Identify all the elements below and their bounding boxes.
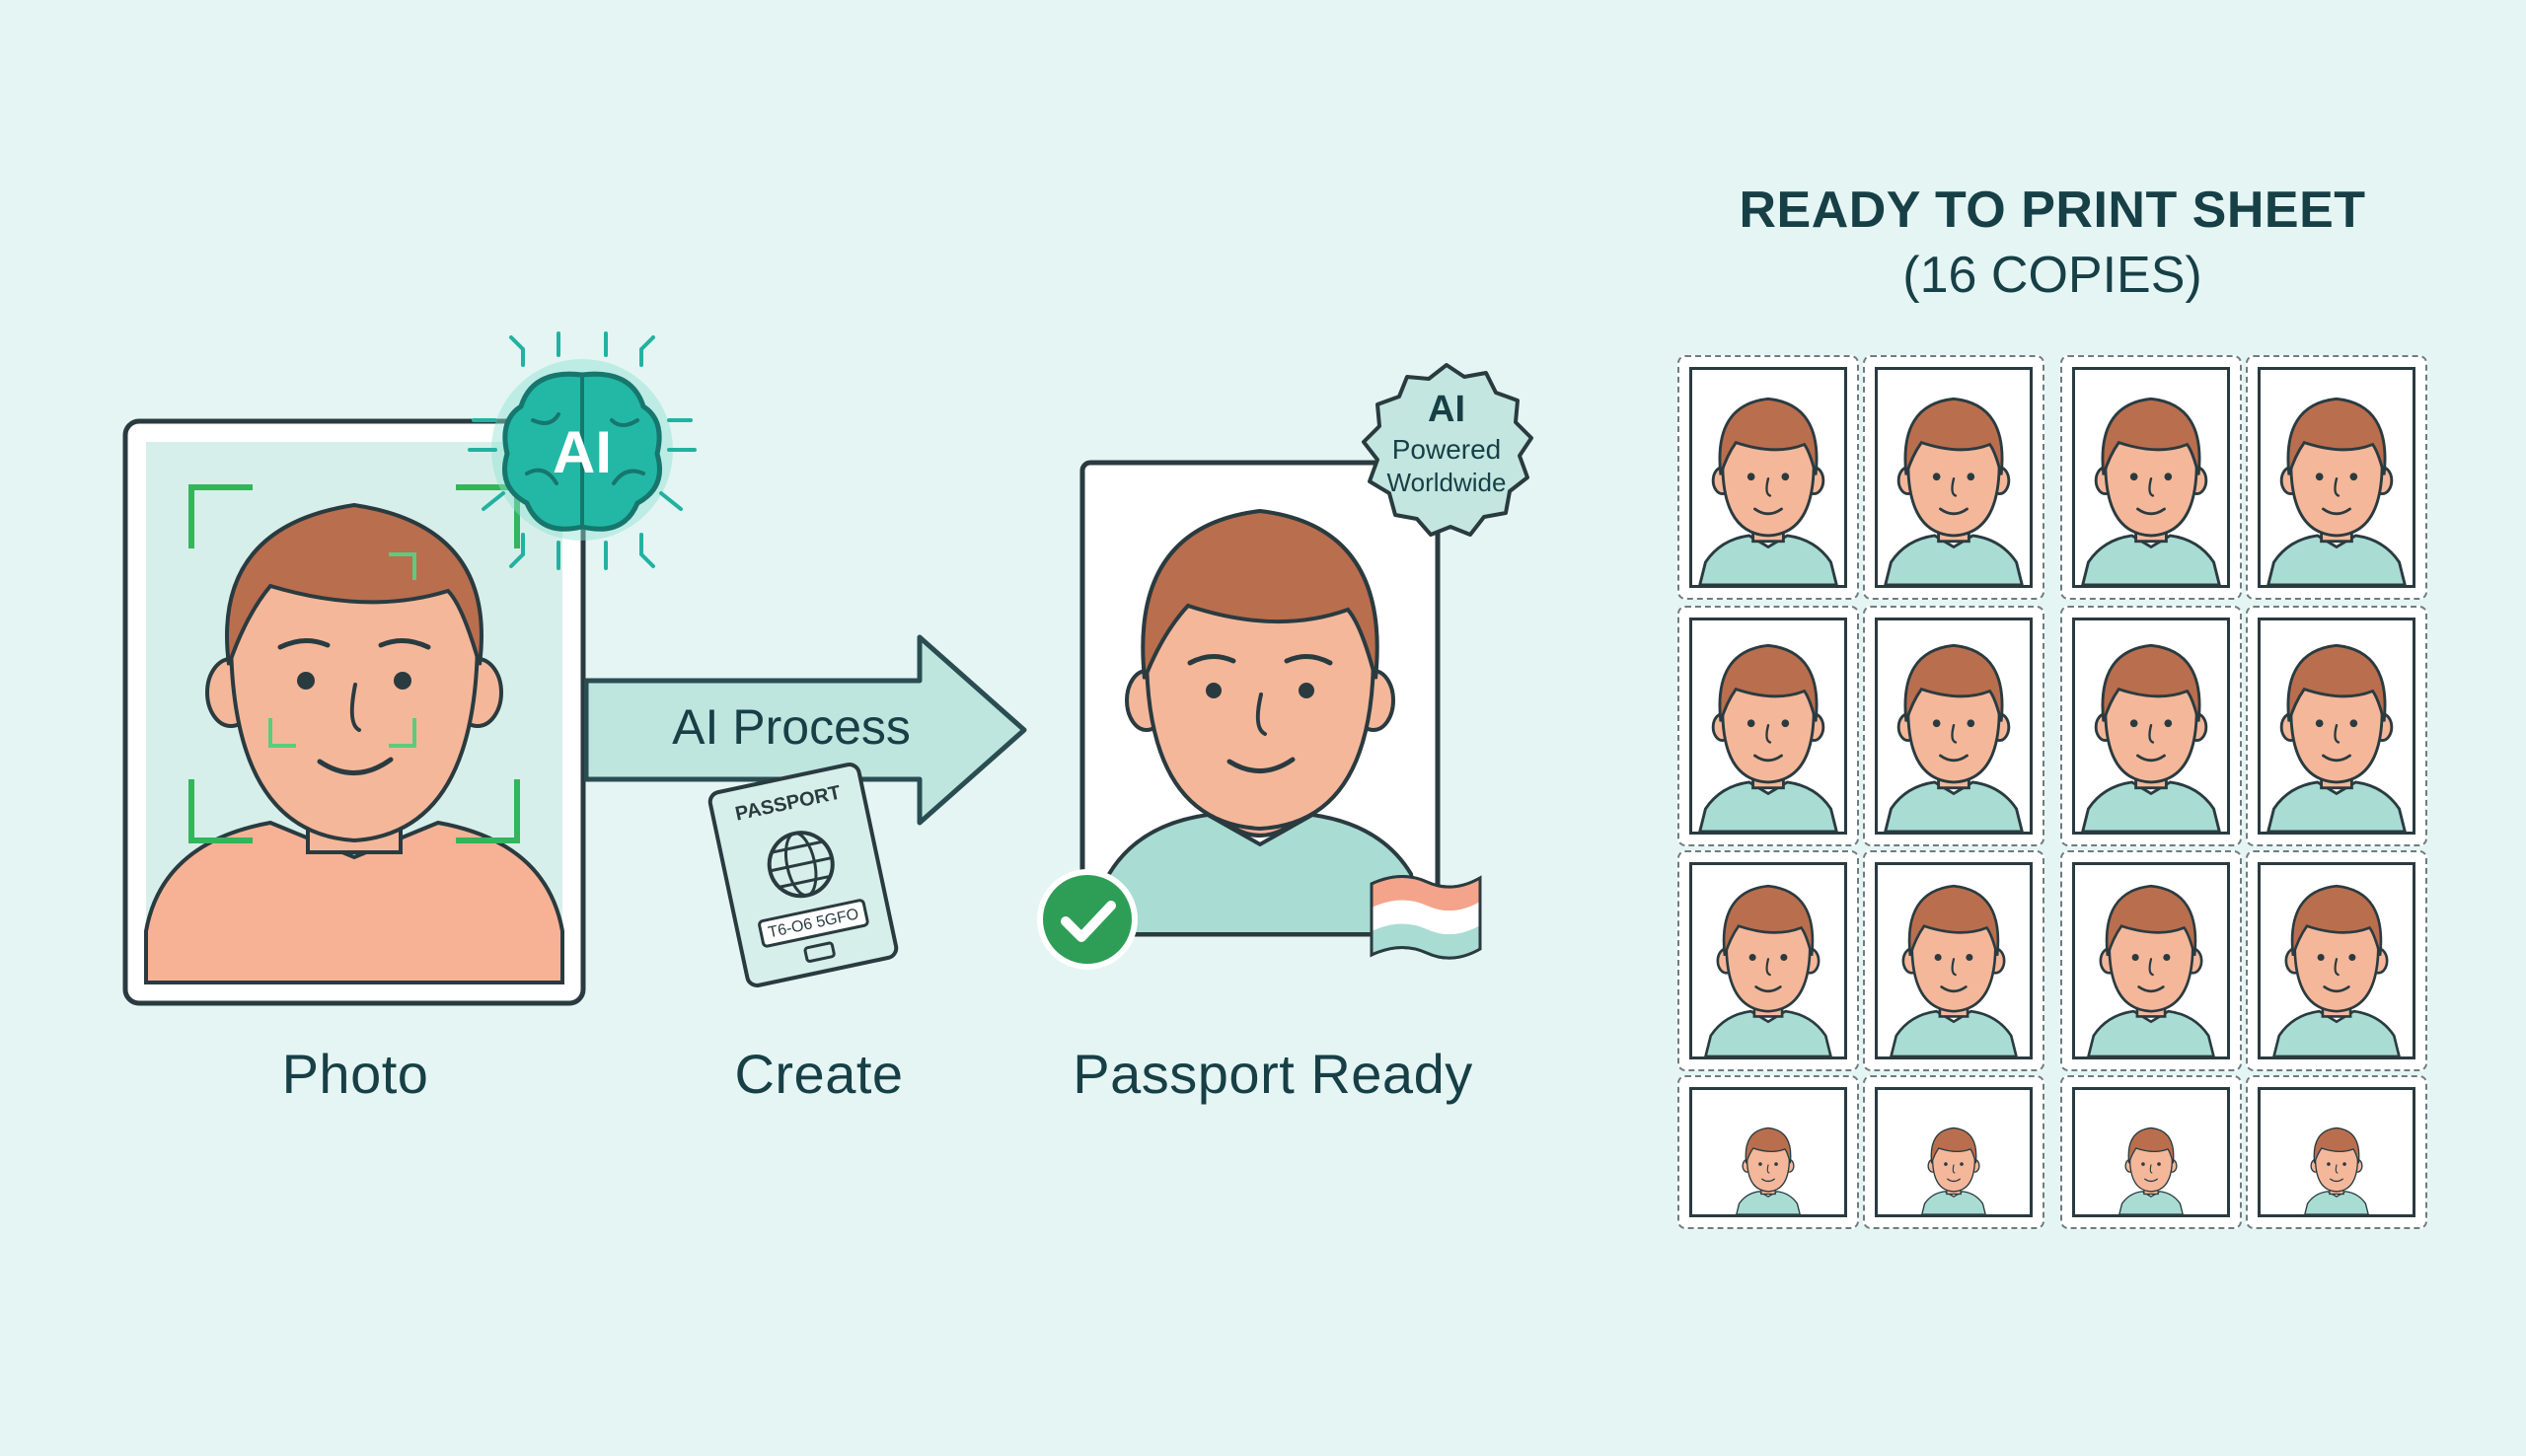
ai-badge-label: AI (553, 419, 612, 485)
person-portrait-icon (1704, 884, 1832, 1056)
ai-powered-seal: AI Powered Worldwide (1356, 359, 1537, 541)
photo-copy-frame (2258, 618, 2415, 835)
ai-process-arrow: AI Process (583, 631, 1030, 829)
photo-copy-frame (2258, 1087, 2415, 1217)
photo-copy-9 (1677, 850, 1859, 1071)
photo-copy-5 (1677, 606, 1859, 846)
person-portrait-icon (1884, 397, 2024, 585)
step-caption-passport-ready: Passport Ready (1073, 1043, 1473, 1105)
person-portrait-icon (2118, 1127, 2184, 1214)
photo-copy-13 (1677, 1075, 1859, 1229)
seal-badge-icon (1362, 363, 1533, 537)
person-portrait-icon (2081, 643, 2221, 832)
arrow-label: AI Process (672, 699, 911, 755)
photo-copy-8 (2246, 606, 2427, 846)
photo-copy-frame (2072, 1087, 2230, 1217)
passport-photo-illustration (1079, 460, 1441, 937)
check-circle-icon (1037, 869, 1138, 970)
person-portrait-icon (2304, 1127, 2369, 1214)
flag-icon (1370, 875, 1482, 960)
person-portrait-icon (1698, 397, 1838, 585)
brain-icon (468, 331, 697, 570)
photo-copy-14 (1863, 1075, 2044, 1229)
photo-copy-frame (1689, 862, 1847, 1059)
person-portrait-icon (1884, 643, 2024, 832)
person-portrait-icon (2272, 884, 2401, 1056)
photo-copy-frame (1875, 1087, 2033, 1217)
photo-copy-frame (2072, 862, 2230, 1059)
photo-copy-2 (1863, 355, 2044, 600)
photo-copy-frame (1875, 367, 2033, 588)
photo-copy-15 (2060, 1075, 2242, 1229)
seal-line-2: Powered (1391, 434, 1502, 465)
person-portrait-icon (1698, 643, 1838, 832)
photo-copy-frame (2258, 862, 2415, 1059)
photo-copy-frame (1689, 367, 1847, 588)
photo-copy-7 (2060, 606, 2242, 846)
ai-brain-badge: AI (464, 326, 701, 582)
person-portrait-icon (1736, 1127, 1801, 1214)
person-portrait-icon (2081, 397, 2221, 585)
print-sheet-title-line-2: (16 COPIES) (1902, 247, 2202, 304)
photo-copy-10 (1863, 850, 2044, 1071)
step-caption-create: Create (734, 1043, 904, 1105)
photo-copy-4 (2246, 355, 2427, 600)
seal-line-1: AI (1428, 389, 1465, 430)
passport-booklet: PASSPORT T6-O6 5GFO (705, 760, 901, 991)
photo-card (122, 418, 586, 1006)
print-sheet-title: READY TO PRINT SHEET (16 COPIES) (1598, 178, 2506, 308)
print-sheet-title-line-1: READY TO PRINT SHEET (1739, 182, 2366, 239)
photo-copy-11 (2060, 850, 2242, 1071)
flag-decoration (1368, 868, 1486, 967)
photo-copy-3 (2060, 355, 2242, 600)
person-portrait-icon (2266, 643, 2407, 832)
check-badge (1036, 868, 1139, 971)
step-caption-photo: Photo (281, 1043, 429, 1105)
person-portrait-icon (1890, 884, 2018, 1056)
person-portrait-icon (2266, 397, 2407, 585)
print-sheet-grid (1677, 355, 2427, 1243)
photo-copy-frame (1875, 862, 2033, 1059)
person-portrait-icon (1921, 1127, 1986, 1214)
passport-photo-card (1079, 460, 1441, 937)
photo-copy-frame (2258, 367, 2415, 588)
arrow-right-icon (583, 634, 1027, 826)
photo-copy-12 (2246, 850, 2427, 1071)
photo-copy-16 (2246, 1075, 2427, 1229)
photo-copy-frame (1875, 618, 2033, 835)
seal-line-3: Worldwide (1386, 468, 1507, 497)
photo-copy-frame (1689, 1087, 1847, 1217)
photo-copy-frame (2072, 367, 2230, 588)
photo-copy-frame (1689, 618, 1847, 835)
passport-booklet-icon (707, 763, 899, 987)
photo-copy-1 (1677, 355, 1859, 600)
photo-illustration (122, 418, 586, 1006)
person-portrait-icon (2087, 884, 2215, 1056)
photo-copy-6 (1863, 606, 2044, 846)
photo-copy-frame (2072, 618, 2230, 835)
